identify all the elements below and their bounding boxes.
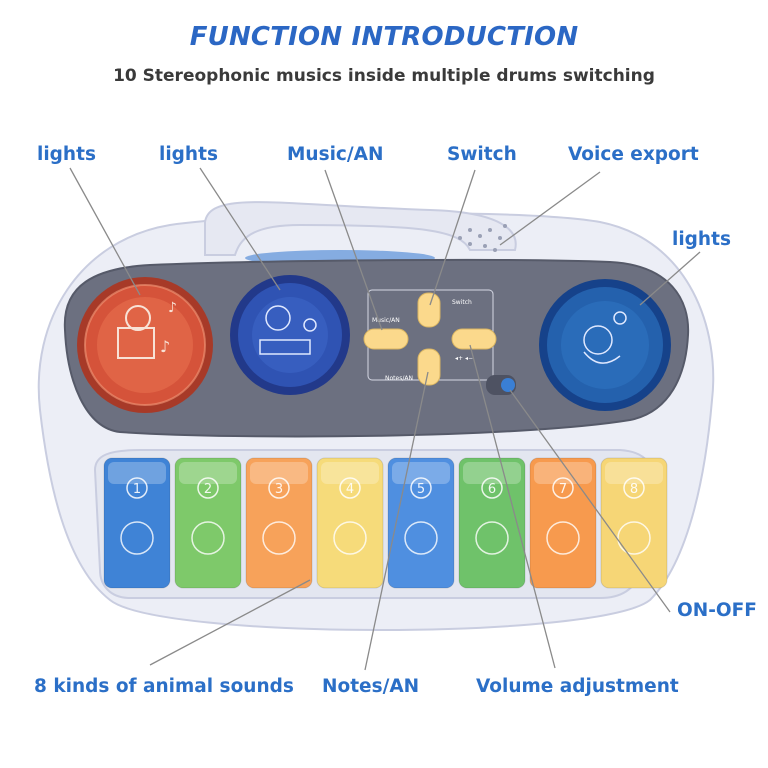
panel-label-switch: Switch [452,299,472,306]
panel-label-notes: Notes/AN [385,375,413,382]
animal-face-icon [333,521,367,555]
music-button[interactable] [363,328,409,350]
animal-face-icon [546,521,580,555]
page-title: FUNCTION INTRODUCTION [189,22,579,52]
piano-key-5[interactable]: 5 [387,457,455,589]
volume-button[interactable] [451,328,497,350]
piano-key-4[interactable]: 4 [316,457,384,589]
piano-key-3[interactable]: 3 [245,457,313,589]
piano-key-6[interactable]: 6 [458,457,526,589]
left-drum-light[interactable]: ♪ ♪ [77,277,213,413]
callout-lights-center: lights [159,144,218,165]
power-switch[interactable] [486,375,516,395]
callout-lights-left: lights [37,144,96,165]
animal-face-icon [404,521,438,555]
piano-key-number: 6 [488,482,496,497]
animal-face-icon [120,521,154,555]
callout-voice-export: Voice export [568,144,699,165]
svg-text:♪: ♪ [160,337,170,356]
piano-key-number: 8 [630,482,638,497]
animal-face-icon [191,521,225,555]
volume-arrows-icon: ◂+ ◂− [455,355,473,362]
animal-face-icon [617,521,651,555]
piano-key-number: 4 [346,482,354,497]
control-pad: Music/AN Switch Notes/AN ◂+ ◂− [363,289,497,386]
panel-label-music: Music/AN [372,317,400,324]
animal-face-icon [475,521,509,555]
callout-on-off: ON-OFF [677,600,757,621]
callout-switch: Switch [447,144,517,165]
callout-lights-right: lights [672,229,731,250]
piano-key-2[interactable]: 2 [174,457,242,589]
switch-button[interactable] [417,292,441,328]
page-subtitle: 10 Stereophonic musics inside multiple d… [113,66,655,86]
piano-key-number: 1 [133,482,141,497]
piano-key-number: 2 [204,482,212,497]
piano-key-number: 7 [559,482,567,497]
center-drum-light[interactable] [230,275,350,395]
callout-volume: Volume adjustment [476,676,679,697]
animal-face-icon [262,521,296,555]
callout-music-an: Music/AN [287,144,384,165]
piano-key-number: 5 [417,482,425,497]
svg-text:♪: ♪ [168,300,177,316]
piano-key-number: 3 [275,482,283,497]
right-drum-light[interactable] [539,279,671,411]
notes-button[interactable] [417,348,441,386]
callout-animal-sounds: 8 kinds of animal sounds [34,676,294,697]
piano-key-1[interactable]: 1 [103,457,171,589]
piano-key-8[interactable]: 8 [600,457,668,589]
callout-lines [69,167,701,671]
callout-notes-an: Notes/AN [322,676,420,697]
piano-key-7[interactable]: 7 [529,457,597,589]
